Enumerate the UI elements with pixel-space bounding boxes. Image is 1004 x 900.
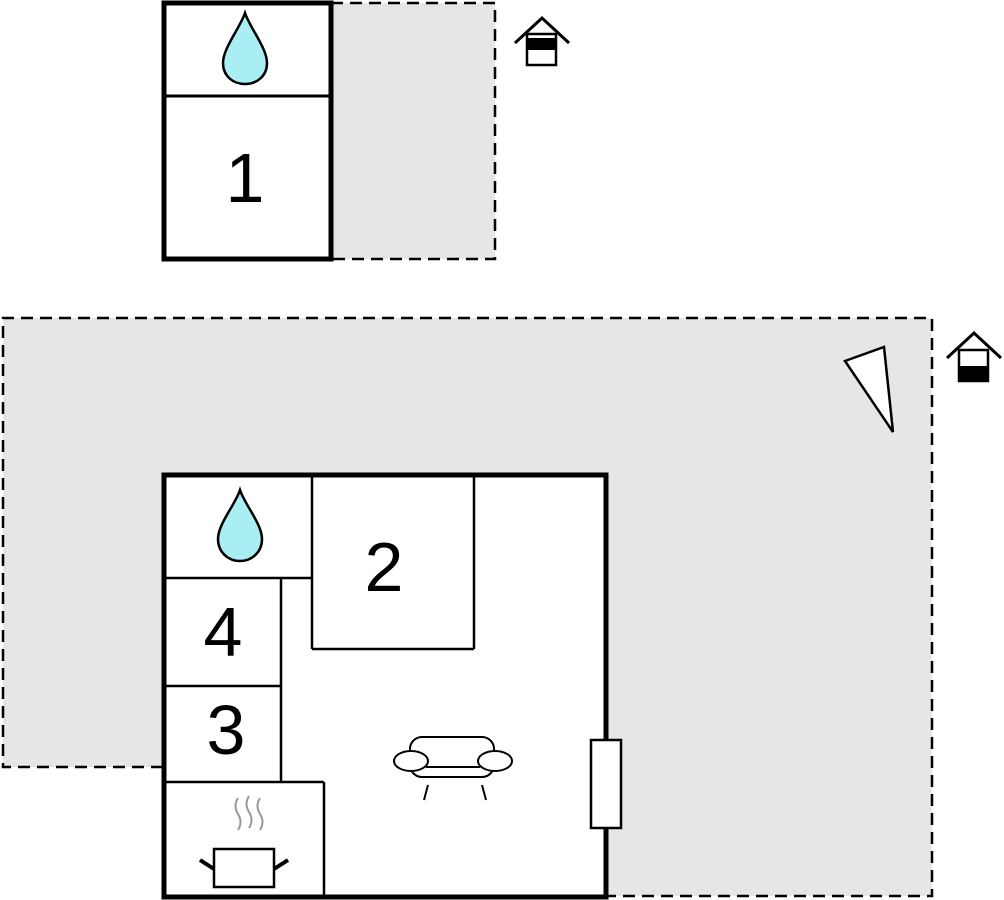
- room-number-2: 2: [365, 528, 404, 606]
- water-drop-icon: [216, 486, 264, 563]
- house-icon: [945, 330, 1003, 383]
- room-number-1: 1: [226, 139, 265, 217]
- compass-arrow-icon: [843, 345, 895, 433]
- sofa-icon: [393, 736, 513, 801]
- door-icon: [589, 738, 623, 830]
- annex-building: 1: [161, 0, 334, 262]
- main-house: 2 4 3: [161, 472, 623, 900]
- annex-terrace: [329, 1, 497, 261]
- house-icon: [513, 15, 571, 67]
- room-number-3: 3: [207, 691, 246, 769]
- room-number-4: 4: [204, 593, 243, 671]
- cooking-pot-icon: [198, 795, 290, 889]
- water-drop-icon: [221, 9, 269, 86]
